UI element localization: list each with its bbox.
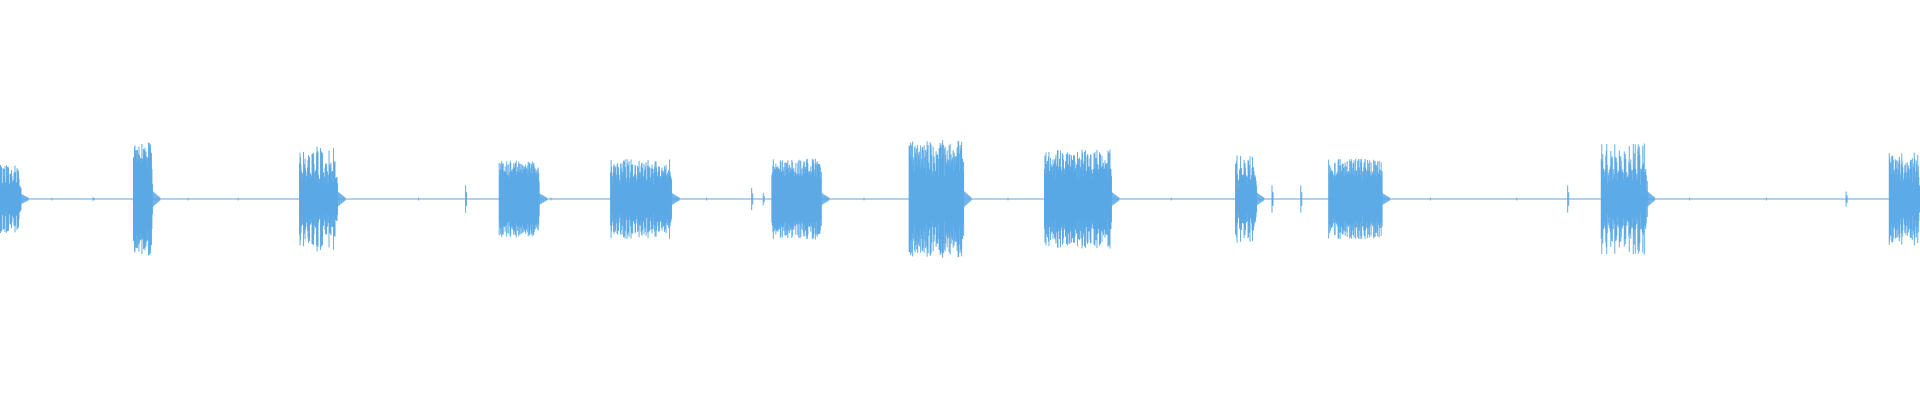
waveform-burst <box>132 142 161 256</box>
waveform-burst <box>771 158 830 240</box>
waveform-burst <box>1043 149 1120 249</box>
waveform-burst <box>498 160 548 238</box>
waveform-burst <box>299 146 346 252</box>
waveform-burst <box>762 192 765 206</box>
waveform-burst <box>1235 155 1265 243</box>
waveform-burst <box>0 164 29 234</box>
waveform-burst <box>610 159 680 239</box>
waveform-burst <box>465 185 468 213</box>
waveform-burst <box>1845 191 1848 207</box>
waveform-burst <box>908 140 972 258</box>
waveform-bursts <box>0 140 1920 258</box>
waveform-burst <box>92 197 95 201</box>
waveform-burst <box>1600 143 1656 255</box>
waveform-burst <box>751 187 754 211</box>
waveform-burst <box>1328 158 1391 240</box>
waveform-burst <box>1888 152 1920 246</box>
waveform-burst <box>1567 185 1570 213</box>
waveform-burst <box>1300 185 1303 213</box>
waveform-burst <box>1271 185 1274 213</box>
